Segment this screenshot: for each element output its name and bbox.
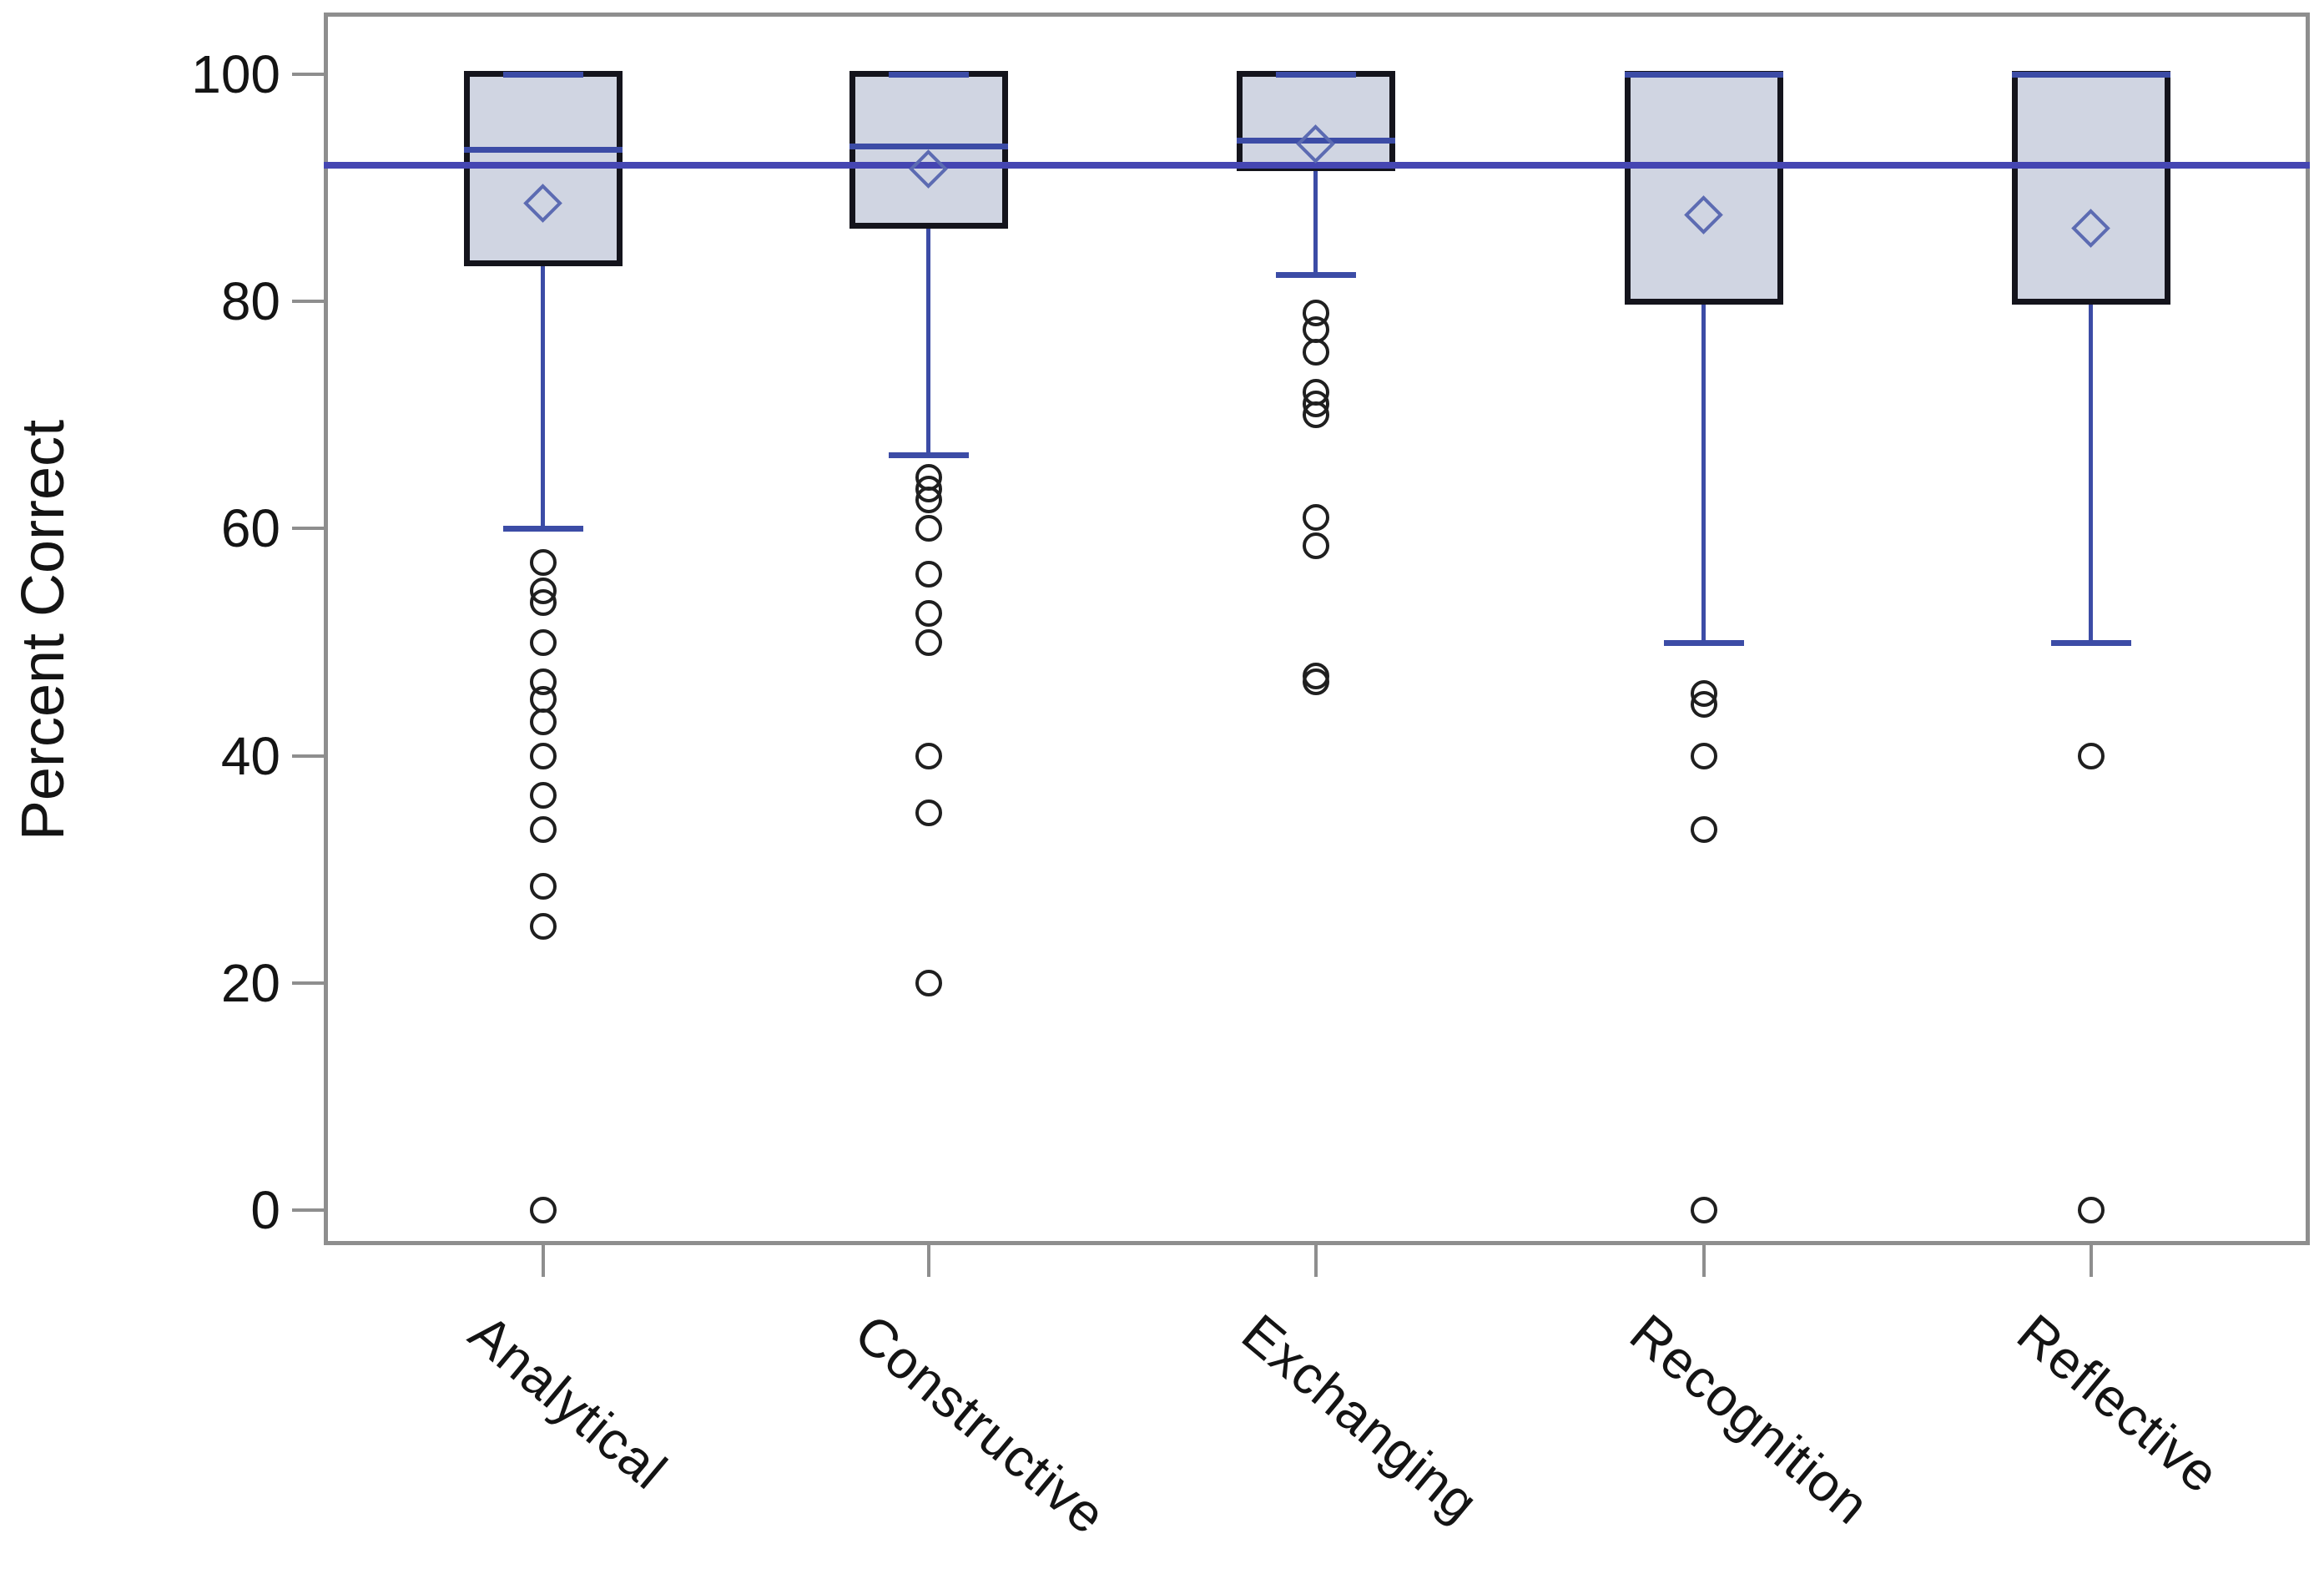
y-axis-tick-label: 80 [220,271,280,331]
box-analytical [464,71,623,266]
y-axis-tick [292,981,324,985]
median-line-recognition [1625,72,1783,78]
whisker-cap-exchanging [1276,272,1356,278]
outlier-point-recognition [1691,691,1717,718]
whisker-line-recognition [1701,301,1706,642]
whisker-cap-reflective [2051,640,2131,646]
outlier-point-analytical [530,782,557,809]
reference-line [324,162,2310,169]
outlier-point-recognition [1691,1197,1717,1223]
box-constructive [849,71,1008,229]
outlier-point-reflective [2078,1197,2105,1223]
x-axis-label-constructive: Constructive [844,1302,1118,1546]
max-cap-constructive [889,72,969,78]
median-line-exchanging [1237,138,1395,144]
max-cap-analytical [503,72,583,78]
outlier-point-exchanging [1303,339,1329,366]
y-axis-tick [292,300,324,303]
median-line-analytical [464,147,623,153]
x-axis-label-recognition: Recognition [1619,1302,1881,1536]
x-axis-tick [1702,1245,1706,1277]
outlier-point-constructive [915,487,942,513]
outlier-point-exchanging [1303,504,1329,531]
y-axis-tick [292,73,324,76]
whisker-cap-analytical [503,526,583,532]
outlier-point-analytical [530,589,557,616]
outlier-point-constructive [915,629,942,656]
max-cap-exchanging [1276,72,1356,78]
outlier-point-analytical [530,549,557,576]
outlier-point-analytical [530,629,557,656]
whisker-line-reflective [2089,301,2093,642]
outlier-point-analytical [530,1197,557,1223]
y-axis-tick-label: 40 [220,726,280,786]
outlier-point-exchanging [1303,532,1329,559]
outlier-point-constructive [915,743,942,769]
outlier-point-analytical [530,816,557,843]
whisker-line-analytical [541,263,545,528]
y-axis-tick [292,754,324,758]
outlier-point-constructive [915,515,942,542]
y-axis-tick-label: 20 [220,953,280,1013]
outlier-point-constructive [915,561,942,588]
outlier-point-reflective [2078,743,2105,769]
whisker-line-exchanging [1313,168,1318,275]
median-line-reflective [2012,72,2170,78]
outlier-point-recognition [1691,743,1717,769]
x-axis-label-analytical: Analytical [458,1302,678,1501]
x-axis-tick [2090,1245,2093,1277]
outlier-point-constructive [915,800,942,826]
outlier-point-analytical [530,873,557,900]
x-axis-tick [1314,1245,1318,1277]
box-reflective [2012,71,2170,305]
box-recognition [1625,71,1783,305]
whisker-cap-constructive [889,452,969,458]
whisker-line-constructive [926,225,930,455]
outlier-point-exchanging [1303,668,1329,695]
y-axis-title: Percent Correct [10,419,77,841]
y-axis-tick-label: 100 [191,44,280,104]
x-axis-label-reflective: Reflective [2006,1302,2231,1505]
y-axis-tick [292,527,324,530]
y-axis-tick-label: 0 [250,1180,280,1240]
outlier-point-exchanging [1303,401,1329,428]
y-axis-tick [292,1208,324,1212]
x-axis-tick [927,1245,930,1277]
whisker-cap-recognition [1664,640,1744,646]
outlier-point-analytical [530,913,557,940]
y-axis-tick-label: 60 [220,498,280,558]
outlier-point-recognition [1691,816,1717,843]
x-axis-tick [542,1245,545,1277]
outlier-point-constructive [915,600,942,627]
outlier-point-analytical [530,743,557,769]
outlier-point-analytical [530,709,557,735]
outlier-point-constructive [915,970,942,996]
x-axis-label-exchanging: Exchanging [1231,1302,1490,1534]
median-line-constructive [849,144,1008,149]
